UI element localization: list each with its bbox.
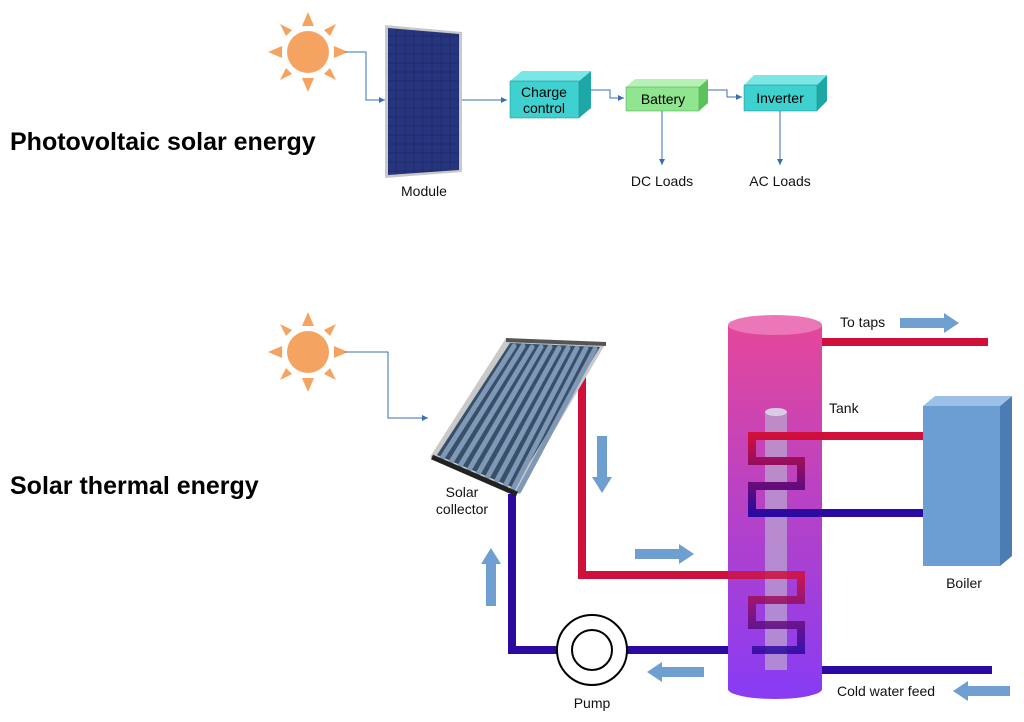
sun-icon bbox=[268, 312, 348, 392]
pv-module-panel bbox=[385, 25, 462, 178]
sun-icon bbox=[268, 12, 348, 92]
cold-pipe-pump-collector bbox=[508, 494, 560, 654]
dc-loads-label: DC Loads bbox=[631, 173, 693, 189]
pump-icon bbox=[556, 614, 628, 686]
inverter-label: Inverter bbox=[756, 90, 804, 106]
ac-loads-label: AC Loads bbox=[749, 173, 810, 189]
pv-heading: Photovoltaic solar energy bbox=[10, 128, 316, 156]
cold-feed-label: Cold water feed bbox=[837, 683, 935, 699]
flow-arrow-right-icon bbox=[635, 544, 694, 564]
flow-arrows bbox=[481, 313, 1010, 701]
charge-control-label-1: Charge bbox=[521, 84, 567, 100]
thermal-heading: Solar thermal energy bbox=[10, 472, 259, 500]
collector-label-1: Solar bbox=[446, 484, 479, 500]
module-label: Module bbox=[401, 183, 447, 199]
tank-label: Tank bbox=[829, 400, 860, 416]
boiler-coil bbox=[748, 432, 923, 517]
flow-arrow-left-icon bbox=[953, 681, 1010, 701]
pump-label: Pump bbox=[574, 695, 611, 711]
connector-charge-battery bbox=[591, 89, 624, 101]
battery-box bbox=[625, 79, 708, 112]
charge-control-box bbox=[509, 71, 591, 119]
connector-sun-collector bbox=[345, 351, 428, 421]
flow-arrow-down-icon bbox=[592, 436, 612, 493]
boiler-label: Boiler bbox=[946, 575, 982, 591]
inverter-box bbox=[743, 75, 827, 112]
battery-label: Battery bbox=[641, 91, 685, 107]
boiler-box bbox=[923, 396, 1012, 566]
collector-label-2: collector bbox=[436, 501, 488, 517]
collector-coil bbox=[582, 571, 805, 654]
solar-collector-panel bbox=[430, 338, 607, 497]
to-taps-label: To taps bbox=[840, 314, 885, 330]
charge-control-label-2: control bbox=[523, 100, 565, 116]
storage-tank bbox=[728, 315, 822, 699]
connector-battery-inverter bbox=[708, 89, 742, 100]
flow-arrow-left-icon bbox=[647, 662, 704, 682]
flow-arrow-right-icon bbox=[900, 313, 959, 333]
connector-sun-module bbox=[345, 51, 385, 103]
flow-arrow-up-icon bbox=[481, 548, 501, 606]
